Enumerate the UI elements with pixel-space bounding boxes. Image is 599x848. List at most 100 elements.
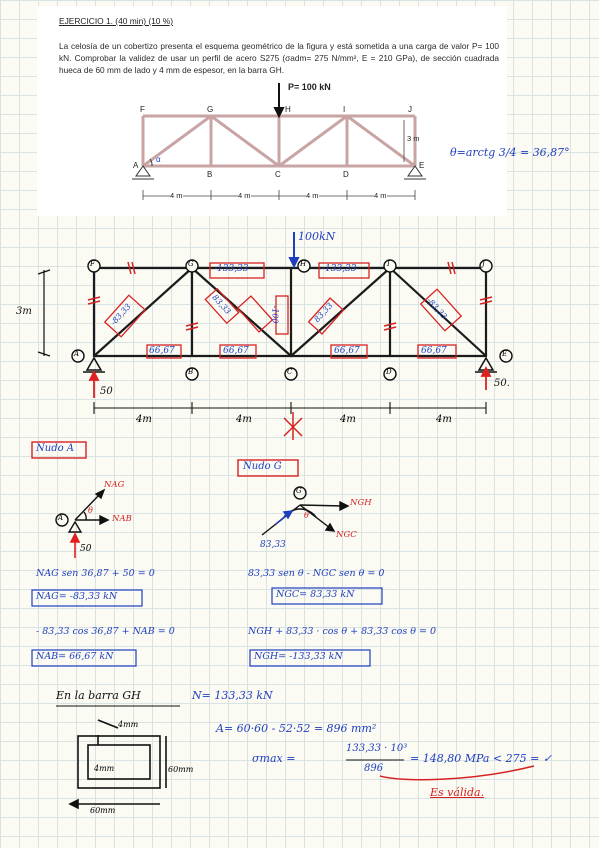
label-node-J: J (408, 105, 412, 114)
angle-note: θ=arctg 3/4 = 36,87° (450, 146, 570, 159)
sketch-load-arrow (288, 232, 300, 269)
sketch-node-F: F (90, 260, 95, 268)
nudo-g-ngc-label: NGC (336, 530, 357, 540)
barra-sigma-den: 896 (364, 763, 384, 774)
nudo-a-node: A (58, 514, 64, 522)
cross-section (68, 719, 167, 810)
label-node-G: G (207, 105, 214, 114)
barra-sigma-rhs: = 148,80 MPa < 275 = ✓ (410, 752, 553, 765)
label-node-I: I (343, 105, 346, 114)
printed-height-label: 3 m (407, 134, 420, 143)
nudo-a-reaction-label: 50 (80, 544, 92, 554)
sketch-node-I: I (387, 260, 390, 268)
barra-result: N= 133,33 kN (192, 689, 273, 702)
nudo-g-load-arrow (275, 510, 294, 525)
span-dimension (93, 402, 487, 414)
barra-valid: Es válida. (430, 786, 485, 799)
force-HI: -133,33 (322, 264, 357, 274)
nudo-a-eq2: - 83,33 cos 36,87 + NAB = 0 (36, 626, 175, 637)
dim-top: 4mm (118, 720, 139, 729)
printed-load-label: P= 100 kN (288, 82, 331, 92)
printed-span-2: 4 m (238, 191, 251, 200)
printed-load-arrow (273, 83, 285, 119)
sketch-node-J: J (482, 260, 485, 268)
nudo-a-res2: NAB= 66,67 kN (36, 651, 114, 662)
force-DE: 66,67 (421, 346, 447, 356)
reaction-A-label: 50 (100, 386, 113, 397)
validity-underline (379, 765, 535, 781)
sketch-node-D: D (386, 368, 392, 376)
sketch-height-label: 3m (16, 306, 32, 317)
printed-dimension-line (142, 120, 416, 200)
exercise-title: EJERCICIO 1. (40 min) (10 %) (59, 16, 174, 26)
force-GH: -133,33 (214, 264, 249, 274)
exercise-statement: La celosía de un cobertizo presenta el e… (59, 41, 499, 76)
nudo-a-nag-label: NAG (104, 480, 125, 490)
sketch-node-C: C (287, 368, 293, 376)
nudo-a-title: Nudo A (36, 443, 75, 454)
nudo-g-res1: NGC= 83,33 kN (276, 589, 355, 600)
printed-truss (141, 114, 417, 168)
sketch-node-H: H (300, 260, 307, 268)
cross-mark (283, 412, 303, 440)
nudo-g-eq1: 83,33 sen θ - NGC sen θ = 0 (248, 568, 385, 579)
nudo-g-theta: θ (304, 511, 309, 520)
nudo-g-title: Nudo G (243, 461, 282, 472)
sketch-node-G: G (188, 260, 194, 268)
dim-inner: 4mm (94, 764, 115, 773)
nudo-a-reaction (69, 532, 81, 558)
nudo-g-eq2: NGH + 83,33 · cos θ + 83,33 cos θ = 0 (248, 626, 437, 637)
printed-supports (132, 165, 426, 180)
sketch-node-E: E (502, 350, 508, 358)
printed-span-4: 4 m (374, 191, 387, 200)
dim-bottom: 60mm (90, 806, 116, 815)
nudo-a-title-box (31, 441, 87, 459)
printed-span-1: 4 m (170, 191, 183, 200)
printed-angle-arc (149, 158, 153, 167)
label-node-D: D (343, 170, 349, 179)
label-node-A: A (133, 161, 139, 170)
label-node-B: B (207, 170, 213, 179)
barra-sigma-num: 133,33 · 10³ (346, 743, 408, 754)
force-AB: 66,67 (149, 346, 175, 356)
label-node-C: C (275, 170, 281, 179)
problem-card (37, 6, 507, 216)
sketch-node-B: B (188, 368, 194, 376)
nudo-a-res1: NAG= -83,33 kN (36, 591, 118, 602)
label-node-H: H (285, 105, 291, 114)
reaction-arrows (88, 365, 492, 398)
nudo-a-nab-label: NAB (112, 514, 132, 524)
sketch-span-1: 4m (136, 414, 152, 425)
nudo-a-diagram (55, 488, 110, 533)
nudo-a-eq1: NAG sen 36,87 + 50 = 0 (36, 568, 155, 579)
nudo-g-ngh-label: NGH (350, 498, 372, 508)
label-node-F: F (140, 105, 145, 114)
force-boxes (103, 262, 463, 359)
printed-angle-label: α (156, 155, 161, 164)
zero-force-marks (87, 261, 493, 331)
force-BC: 66,67 (223, 346, 249, 356)
height-dimension (37, 269, 51, 357)
sketch-span-3: 4m (340, 414, 356, 425)
reaction-E-label: 50. (494, 378, 510, 389)
nudo-g-res2: NGH= -133,33 kN (254, 651, 343, 662)
label-node-E: E (419, 161, 425, 170)
dim-side: 60mm (168, 765, 194, 774)
sketch-span-2: 4m (236, 414, 252, 425)
barra-area: A= 60·60 - 52·52 = 896 mm² (216, 722, 377, 735)
sketch-node-A: A (74, 350, 80, 358)
printed-span-3: 4 m (306, 191, 319, 200)
nudo-g-title-box (237, 459, 299, 477)
sketch-span-4: 4m (436, 414, 452, 425)
nudo-g-load-label: 83,33 (260, 540, 286, 550)
nudo-a-theta: θ (88, 506, 93, 515)
node-circles (71, 259, 513, 381)
nudo-g-node: G (296, 487, 302, 495)
barra-heading: En la barra GH (56, 689, 141, 702)
barra-sigma-lhs: σmax = (252, 752, 296, 765)
force-CD: 66,67 (334, 346, 360, 356)
sketch-load-label: 100kN (298, 230, 336, 243)
result-boxes (31, 587, 383, 667)
force-HC: -100 (270, 305, 280, 324)
